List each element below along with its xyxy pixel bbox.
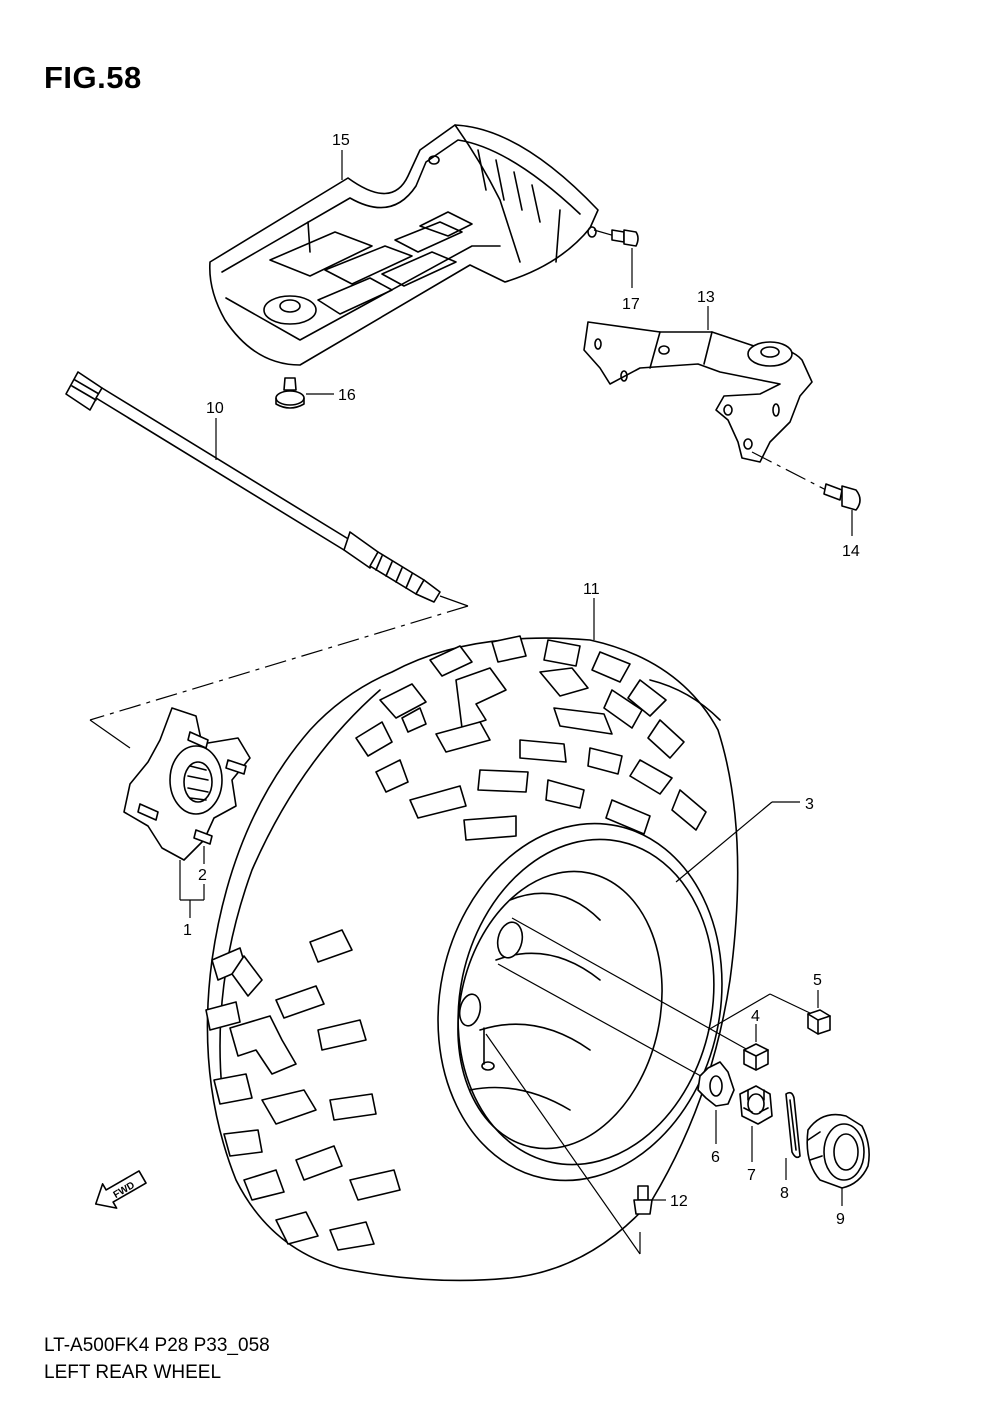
- part-bracket-13[interactable]: [583, 321, 813, 463]
- part-wheel-rim-3[interactable]: [406, 797, 755, 1207]
- callout-13: 13: [697, 289, 715, 306]
- part-washer-6[interactable]: [697, 1061, 735, 1107]
- callout-11: 11: [583, 581, 600, 598]
- callout-14: 14: [842, 543, 860, 560]
- callout-16: 16: [338, 387, 356, 404]
- callout-2: 2: [198, 867, 207, 884]
- callout-9: 9: [836, 1211, 845, 1228]
- callout-4: 4: [751, 1008, 760, 1025]
- callout-12: 12: [670, 1193, 688, 1210]
- part-bolt-14[interactable]: [751, 451, 861, 511]
- part-nut-4[interactable]: [743, 1043, 769, 1071]
- fwd-arrow-icon: FWD: [94, 1170, 147, 1209]
- model-code: LT-A500FK4 P28 P33_058: [44, 1335, 270, 1356]
- callout-3: 3: [805, 796, 814, 813]
- part-cotter-pin-8[interactable]: [785, 1091, 801, 1159]
- callout-15: 15: [332, 132, 350, 149]
- part-hub-cap-9[interactable]: [806, 1113, 870, 1189]
- part-axle-shaft-10[interactable]: [65, 371, 441, 603]
- callout-1: 1: [183, 922, 192, 939]
- callout-8: 8: [780, 1185, 789, 1202]
- section-name: LEFT REAR WHEEL: [44, 1362, 222, 1383]
- part-bolt-16[interactable]: [275, 377, 305, 409]
- fwd-label: FWD: [112, 1180, 137, 1201]
- callout-10: 10: [206, 400, 224, 417]
- part-nut-5[interactable]: [807, 1009, 831, 1035]
- part-bolt-17[interactable]: [593, 229, 639, 247]
- figure-title: FIG.58: [44, 60, 142, 95]
- callout-6: 6: [711, 1149, 720, 1166]
- part-valve-12[interactable]: [633, 1185, 653, 1215]
- callout-17: 17: [622, 296, 640, 313]
- callout-5: 5: [813, 972, 822, 989]
- callout-7: 7: [747, 1167, 756, 1184]
- part-skid-plate-15[interactable]: [208, 124, 599, 366]
- part-hub-1[interactable]: [123, 707, 251, 861]
- part-castle-nut-7[interactable]: [739, 1085, 773, 1125]
